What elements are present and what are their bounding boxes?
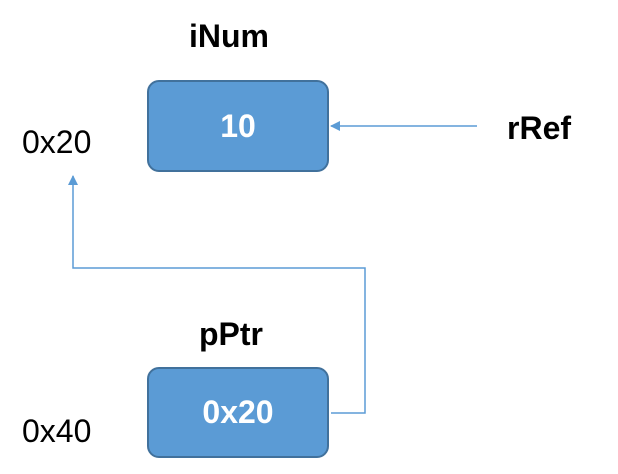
- inum-address-label: 0x20: [22, 124, 92, 160]
- pptr-value: 0x20: [202, 394, 274, 430]
- pptr-arrow: [68, 175, 366, 414]
- inum-value: 10: [220, 107, 256, 144]
- rref-name-label: rRef: [507, 110, 572, 146]
- inum-value-box: 10: [147, 80, 329, 172]
- pptr-address-label: 0x40: [22, 413, 92, 449]
- pptr-name-label: pPtr: [199, 316, 263, 352]
- pptr-value-box: 0x20: [147, 367, 329, 458]
- inum-name-label: iNum: [189, 18, 269, 54]
